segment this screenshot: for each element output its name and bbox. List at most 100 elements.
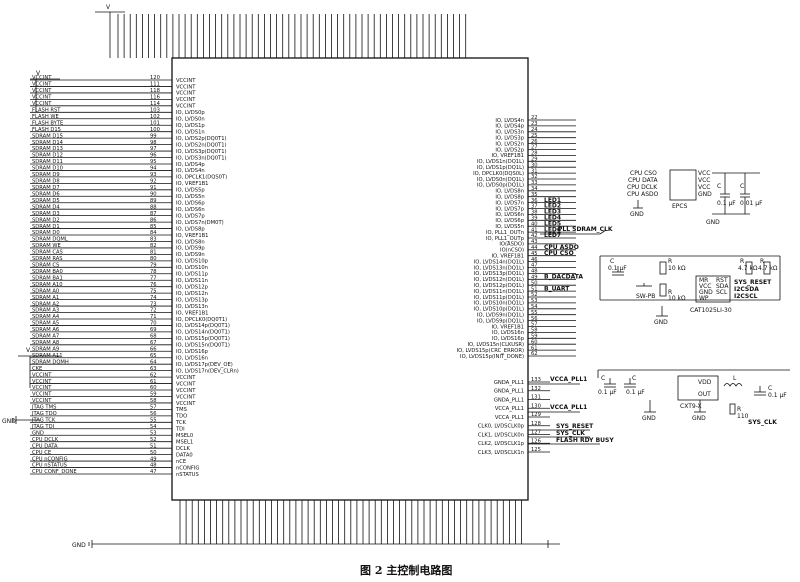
left-pin-number: 79	[150, 263, 157, 269]
left-pin-number: 93	[150, 172, 157, 178]
epcs-gnd-left: GND	[630, 211, 644, 218]
right-net-label: LED4	[544, 215, 561, 222]
right-inner-pin-name: IO, LVDS7p	[495, 206, 524, 212]
right-pin-number: 61	[531, 345, 538, 351]
right-pin-number: 29	[531, 157, 538, 163]
left-inner-pin-name: IO, LVDS17p(DEV_OE)	[176, 362, 233, 368]
left-inner-pin-name: IO, LVDS7p	[176, 213, 205, 219]
right-inner-pin-name: IO, DPCLK0(DQS0L)	[473, 171, 524, 177]
left-inner-pin-name: IO, VREF1B1	[176, 233, 209, 239]
left-inner-pin-name: IO, LVDS5p	[176, 188, 205, 194]
left-pin-number: 120	[150, 75, 160, 81]
vcc33-left-label: V	[36, 70, 41, 77]
left-inner-pin-name: VCCINT	[176, 375, 196, 381]
right-inner-pin-name: VCCA_PLL1	[495, 415, 524, 421]
right-inner-pin-name: IO, LVDS11n(DQ1L)	[474, 289, 524, 295]
left-inner-pin-name: IO, LVDS8n	[176, 239, 205, 245]
left-inner-pin-name: IO, LVDS6n	[176, 207, 205, 213]
left-inner-pin-name: MSEL1	[176, 440, 193, 446]
right-pin-number: 38	[531, 210, 538, 216]
sdram-clk-label: PLL SDRAM_CLK	[558, 226, 613, 233]
left-inner-pin-name: IO, LVDS4n	[176, 168, 205, 174]
epcs-cap1-val: 0.1 μF	[717, 200, 736, 207]
left-inner-pin-name: IO, LVDS10n	[176, 265, 208, 271]
left-pin-number: 62	[150, 372, 157, 378]
right-net-label: LED5	[544, 220, 561, 227]
left-pin-number: 81	[150, 250, 157, 256]
left-net-label: SDRAM D2	[32, 217, 60, 223]
right-pin-number: 35	[531, 192, 538, 198]
left-net-label: SDRAM A8	[32, 340, 59, 346]
left-net-label: SDRAM A2	[32, 301, 59, 307]
right-inner-pin-name: IO, VREF1B1	[492, 254, 525, 260]
right-inner-pin-name: IO, LVDS1n(DQ1L)	[477, 159, 524, 165]
left-inner-pin-name: IO, DPCLK0(DQ0T1)	[176, 317, 227, 323]
right-inner-pin-name: IO, LVDS3n	[495, 130, 524, 136]
left-pin-number: 72	[150, 308, 157, 314]
left-pin-number: 56	[150, 411, 157, 417]
right-pin-number: 46	[531, 257, 538, 263]
left-net-label: SDRAM A10	[32, 282, 63, 288]
right-inner-pin-name: IO, LVDS4n	[495, 118, 524, 124]
osc-res-ref: R	[737, 406, 741, 413]
right-inner-pin-name: IO, LVDS12n(DQ1L)	[474, 277, 524, 283]
right-inner-pin-name: IO, LVDS1p(DQ1L)	[477, 165, 524, 171]
right-pin-number: 57	[531, 322, 538, 328]
right-pin-number: 58	[531, 328, 538, 334]
right-pin-number: 47	[531, 263, 538, 269]
right-inner-pin-name: IO(ASDO)	[499, 242, 524, 248]
left-inner-pin-name: IO, LVDS6p	[176, 201, 205, 207]
left-net-label: VCCINT	[32, 392, 52, 398]
left-net-label: CKE	[32, 366, 42, 372]
right-inner-pin-name: GNDA_PLL1	[494, 380, 524, 386]
left-net-label: JTAG TCK	[31, 418, 56, 424]
right-inner-pin-name: VCCA_PLL1	[495, 406, 524, 412]
right-inner-pin-name: IO, LVDS2n	[495, 141, 524, 147]
right-pin-number: 126	[531, 438, 541, 444]
epcs-pin-vcc1: VCC	[698, 170, 710, 177]
right-pin-number: 56	[531, 316, 538, 322]
left-net-label: FLASH WE	[32, 114, 59, 120]
osc-inductor-ref: L	[733, 375, 737, 382]
left-net-label: SDRAM D13	[32, 146, 63, 152]
right-pin-number: 36	[531, 198, 538, 204]
cat1025-pin-scl: SCL	[716, 289, 728, 296]
right-pin-number: 39	[531, 216, 538, 222]
left-net-label: JTAG TMS	[31, 405, 56, 411]
right-pin-number: 31	[531, 168, 538, 174]
left-inner-pin-name: IO, VREF1B1	[176, 310, 209, 316]
osc-net-sysclk: SYS_CLK	[748, 419, 777, 426]
left-net-label: CPU nCONFIG	[32, 456, 68, 462]
right-inner-pin-name: IO, LVDS15p(CRC_ERROR)	[457, 348, 524, 354]
right-pin-number: 43	[531, 239, 538, 245]
vcc12-left-label: V	[26, 347, 31, 354]
right-inner-pin-name: CLK3, LVDSCLK1n	[478, 450, 524, 456]
right-inner-pin-name: CLK0, LVDSCLK0p	[478, 424, 525, 430]
left-net-label: VCCINT	[32, 379, 52, 385]
right-inner-pin-name: IO(nCSO)	[500, 248, 524, 254]
net-flash-rdy: FLASH RDY BUSY	[556, 437, 614, 444]
left-net-label: FLASH D15	[32, 127, 61, 133]
osc-inductor	[723, 383, 743, 387]
left-net-label: GND	[32, 430, 44, 436]
right-pin-number: 26	[531, 139, 538, 145]
left-inner-pin-name: VCCINT	[176, 381, 196, 387]
right-net-label: LED1	[544, 197, 561, 204]
right-pin-number: 27	[531, 145, 538, 151]
right-inner-pin-name: IO, LVDS14n(DQ1L)	[474, 259, 524, 265]
right-pin-number: 53	[531, 298, 538, 304]
right-pin-number: 23	[531, 121, 538, 127]
left-inner-pin-name: VCCINT	[176, 91, 196, 97]
reset-r4-ref: R	[760, 258, 764, 265]
left-net-label: VCCINT	[32, 95, 52, 101]
left-inner-pin-name: IO, LVDS13n	[176, 304, 208, 310]
left-pin-number: 75	[150, 288, 157, 294]
reset-net-sda: I2CSDA	[734, 286, 759, 293]
left-pin-number: 76	[150, 282, 157, 288]
left-net-label: SDRAM A6	[32, 327, 59, 333]
left-net-label: SDRAM BA1	[32, 275, 63, 281]
left-net-label: CPU nSTATUS	[32, 463, 67, 469]
fpga-bottom-pin-row	[179, 500, 522, 544]
